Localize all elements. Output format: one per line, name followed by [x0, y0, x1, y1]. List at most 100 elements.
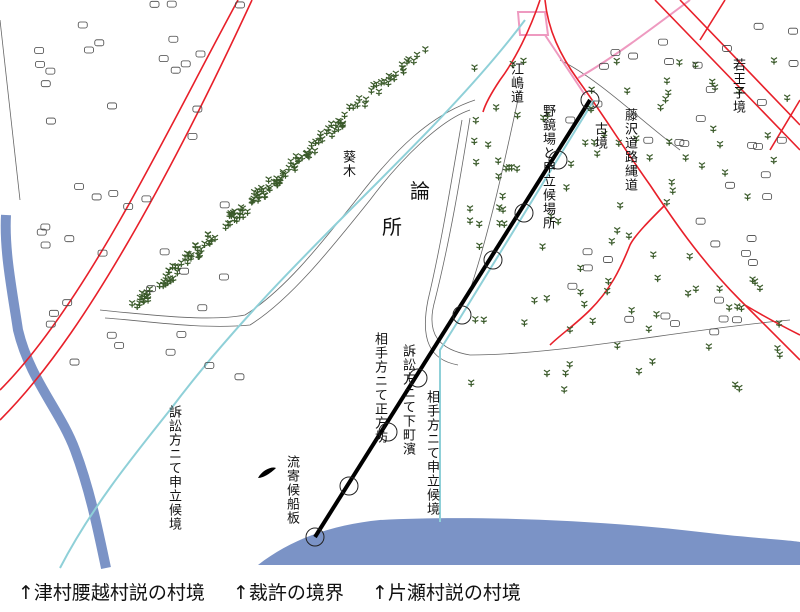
tree-icon [466, 217, 474, 225]
boundary-marker-circle [408, 368, 428, 388]
house-icon [722, 45, 732, 52]
house-icon [176, 330, 187, 338]
tree-icon [410, 57, 418, 66]
house-icon [179, 267, 189, 275]
tree-icon [577, 288, 584, 297]
left-road-outer [0, 0, 239, 391]
label-plaintiff-shimomachi: 訴訟方ニて下町濱 [400, 344, 415, 456]
upper-right-road-a [654, 0, 800, 151]
tree-icon [615, 139, 623, 147]
tree-icon [335, 124, 342, 133]
boundary-marker-circle [483, 250, 503, 270]
tree-icon [605, 277, 612, 286]
tree-icon [495, 172, 502, 181]
branch-road [549, 204, 666, 346]
house-icon [674, 138, 685, 146]
house-icon [40, 223, 51, 231]
tree-icon [547, 212, 555, 221]
house-icon [195, 50, 206, 58]
tree-icon [716, 285, 723, 293]
tree-icon [614, 342, 621, 350]
house-icon [747, 141, 758, 149]
tree-icon [466, 205, 474, 213]
tree-icon [385, 72, 393, 81]
tree-icon [635, 367, 643, 376]
tree-symbols [128, 46, 791, 394]
judgment-boundary-line [313, 98, 592, 539]
tree-icon [250, 188, 258, 197]
house-icon [36, 228, 47, 236]
house-icon [158, 55, 169, 63]
tree-icon [560, 386, 568, 394]
house-icon [74, 183, 84, 190]
tree-icon [140, 296, 148, 305]
tree-icon [646, 153, 653, 162]
tree-icon [654, 274, 661, 283]
tree-icon [721, 169, 729, 177]
tree-icon [749, 276, 756, 284]
tree-icon [600, 130, 608, 139]
cyan-boundaries [59, 19, 595, 569]
tree-icon [422, 46, 429, 54]
tree-icon [261, 192, 269, 200]
tree-icon [317, 129, 325, 138]
tree-icon [324, 125, 332, 133]
tree-icon [177, 259, 185, 268]
house-icon [567, 282, 578, 290]
house-icon [679, 140, 690, 148]
tree-icon [128, 299, 136, 308]
house-icon [40, 241, 51, 249]
tree-icon [254, 196, 262, 204]
tree-icon [698, 162, 706, 170]
label-old-border: 古境 [592, 122, 607, 150]
tree-icon [385, 79, 392, 87]
house-icon [180, 60, 191, 68]
tree-icon [692, 285, 700, 293]
house-icon [107, 102, 117, 110]
tree-icon [663, 198, 671, 207]
label-enoshima-road: 江嶋道 [508, 62, 523, 104]
house-icon [123, 203, 134, 210]
house-icon [62, 299, 73, 307]
boundary-marker-circle [580, 90, 600, 110]
tree-icon [499, 192, 506, 201]
tree-icon [543, 369, 551, 378]
tree-icon [480, 316, 488, 324]
tree-icon [566, 360, 574, 369]
tree-icon [623, 87, 631, 95]
tree-icon [373, 80, 380, 89]
tree-icon [349, 103, 357, 111]
house-icon [45, 117, 56, 125]
tree-icon [663, 77, 671, 85]
house-icon [602, 256, 613, 263]
label-defendant-shohobo: 相手方ニて正方坊 [372, 332, 387, 444]
tree-icon [375, 88, 383, 97]
house-icon [97, 249, 108, 257]
tree-icon [509, 60, 517, 69]
boundary-markers [305, 90, 600, 547]
tree-icon [738, 304, 745, 312]
tree-icon [380, 77, 388, 86]
tree-icon [287, 158, 295, 166]
label-aoki: 葵木 [340, 150, 355, 178]
boundary-marker-circle [378, 422, 398, 442]
tree-icon [292, 152, 300, 161]
tree-icon [562, 369, 569, 378]
tree-icon [308, 140, 315, 149]
label-driftwood: 流寄候船板 [284, 455, 299, 525]
tree-icon [664, 89, 672, 97]
tree-icon [341, 111, 348, 119]
tree-icon [705, 343, 713, 351]
boundary-marker-circle [514, 203, 534, 223]
tree-icon [257, 184, 265, 193]
tree-icon [774, 345, 781, 353]
tree-icon [665, 138, 673, 146]
tree-icon [657, 103, 664, 112]
house-icon [170, 66, 181, 74]
label-ronsho-1: 論 [410, 179, 430, 203]
tree-icon [285, 164, 293, 173]
tree-icon [566, 326, 574, 334]
tree-icon [188, 251, 195, 260]
legend-item-judgment: ↑裁許の境界 [232, 582, 344, 604]
